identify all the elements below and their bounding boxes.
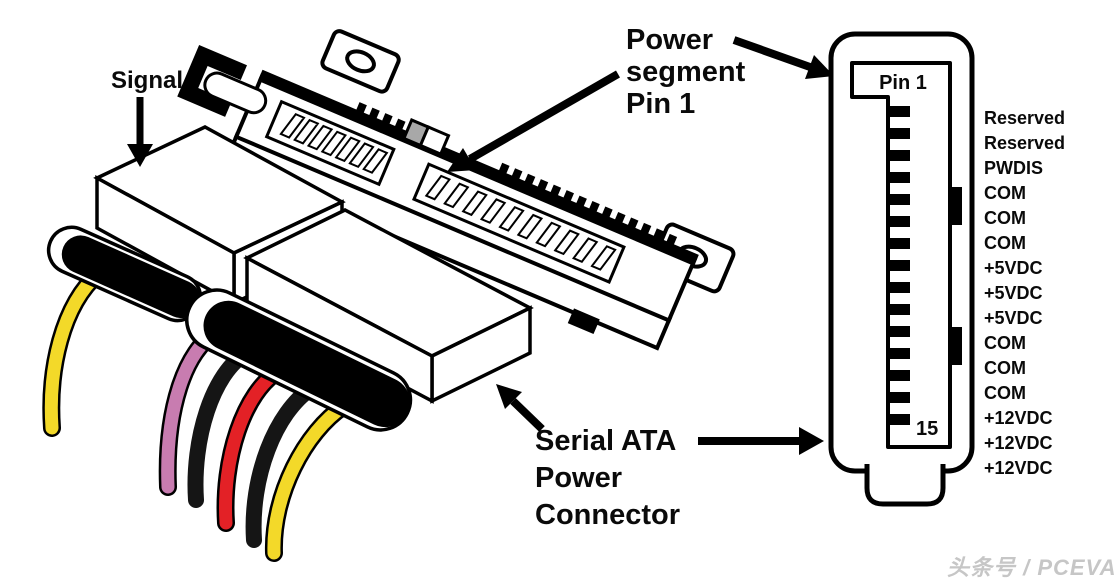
power-segment-arrow-left-head (447, 148, 476, 172)
pin-contact (887, 282, 910, 293)
pin15-number: 15 (916, 418, 938, 440)
pin-slot-outline (850, 61, 952, 449)
power-segment-arrow-right-head (805, 55, 834, 79)
pin1-label: Pin 1 (879, 72, 927, 94)
signal-label: Signal (111, 67, 183, 94)
pin-contact (887, 370, 910, 381)
power-boot (203, 300, 410, 428)
drive-connector-foot-notch (567, 308, 600, 335)
latch-bump-lower (950, 327, 962, 365)
sata-power-line1: Serial ATA (535, 425, 676, 457)
pin-label: +5VDC (984, 258, 1043, 278)
sata-arrow-upleft-line (510, 398, 545, 432)
signal-cable-connector (42, 125, 346, 437)
pin-label: Reserved (984, 133, 1065, 153)
pin-contact (887, 304, 910, 315)
pin-label: COM (984, 383, 1026, 403)
sata-arrow-right-head (799, 427, 824, 455)
left-clip (177, 44, 247, 117)
signal-wire-yellow (44, 266, 106, 435)
watermark: 头条号 / PCEVA (947, 555, 1116, 580)
pin-contact (887, 414, 910, 425)
pin-label: COM (984, 233, 1026, 253)
signal-boot (61, 235, 201, 319)
signal-segment-pads (279, 112, 389, 174)
pin-label: COM (984, 183, 1026, 203)
pin-contacts (887, 106, 910, 425)
power-segment-line1: Power (626, 24, 713, 56)
power-box-front-face (245, 255, 434, 404)
pin-contact (887, 348, 910, 359)
pin-contact (887, 128, 910, 139)
pin-contact (887, 238, 910, 249)
pin-contact (887, 260, 910, 271)
pin-label: +5VDC (984, 308, 1043, 328)
pin-contact (887, 216, 910, 227)
pin-label: Reserved (984, 108, 1065, 128)
power-segment-line3: Pin 1 (626, 88, 695, 120)
pin-contact (887, 326, 910, 337)
pin-contact (887, 150, 910, 161)
pin-label: COM (984, 208, 1026, 228)
sata-arrow-upleft-head (496, 384, 522, 409)
power-segment-callout: Power segment Pin 1 (447, 24, 834, 172)
connector-teeth (355, 102, 678, 247)
sata-power-line2: Power (535, 462, 622, 494)
drive-edge-connector (177, 29, 736, 351)
pin-label: PWDIS (984, 158, 1043, 178)
pin-label: COM (984, 333, 1026, 353)
latch-bump-upper (950, 187, 962, 225)
power-wire5-yellow (267, 399, 351, 560)
power-segment-line2: segment (626, 56, 746, 88)
pin-contact (887, 106, 910, 117)
power-cable-connector (158, 208, 534, 562)
sata-power-callout: Serial ATA Power Connector (496, 384, 824, 531)
left-clip-slot (203, 71, 268, 115)
pin-label: +5VDC (984, 283, 1043, 303)
sata-power-line3: Connector (535, 499, 680, 531)
pin-contact (887, 194, 910, 205)
power-wire4-black (245, 380, 320, 548)
power-segment-pads (424, 174, 617, 271)
key-tab-white (418, 125, 451, 157)
connector-bottom-tab (864, 464, 946, 507)
pin-labels: Reserved Reserved PWDIS COM COM COM +5VD… (984, 108, 1065, 478)
pin-label: +12VDC (984, 433, 1053, 453)
mounting-hole-left (345, 49, 376, 74)
power-segment-arrow-right-line (732, 36, 812, 71)
pin-contact (887, 172, 910, 183)
pin-label: +12VDC (984, 458, 1053, 478)
power-segment-recess (411, 162, 626, 284)
pin-contact (887, 392, 910, 403)
pin-label: COM (984, 358, 1026, 378)
pinout-diagram: Pin 1 15 Reserved Reserved PWDIS (828, 31, 1065, 507)
drive-connector-back-edge (257, 69, 699, 266)
signal-arrow-head (127, 144, 153, 167)
power-segment-arrow-left-line (468, 70, 620, 163)
pin-label: +12VDC (984, 408, 1053, 428)
